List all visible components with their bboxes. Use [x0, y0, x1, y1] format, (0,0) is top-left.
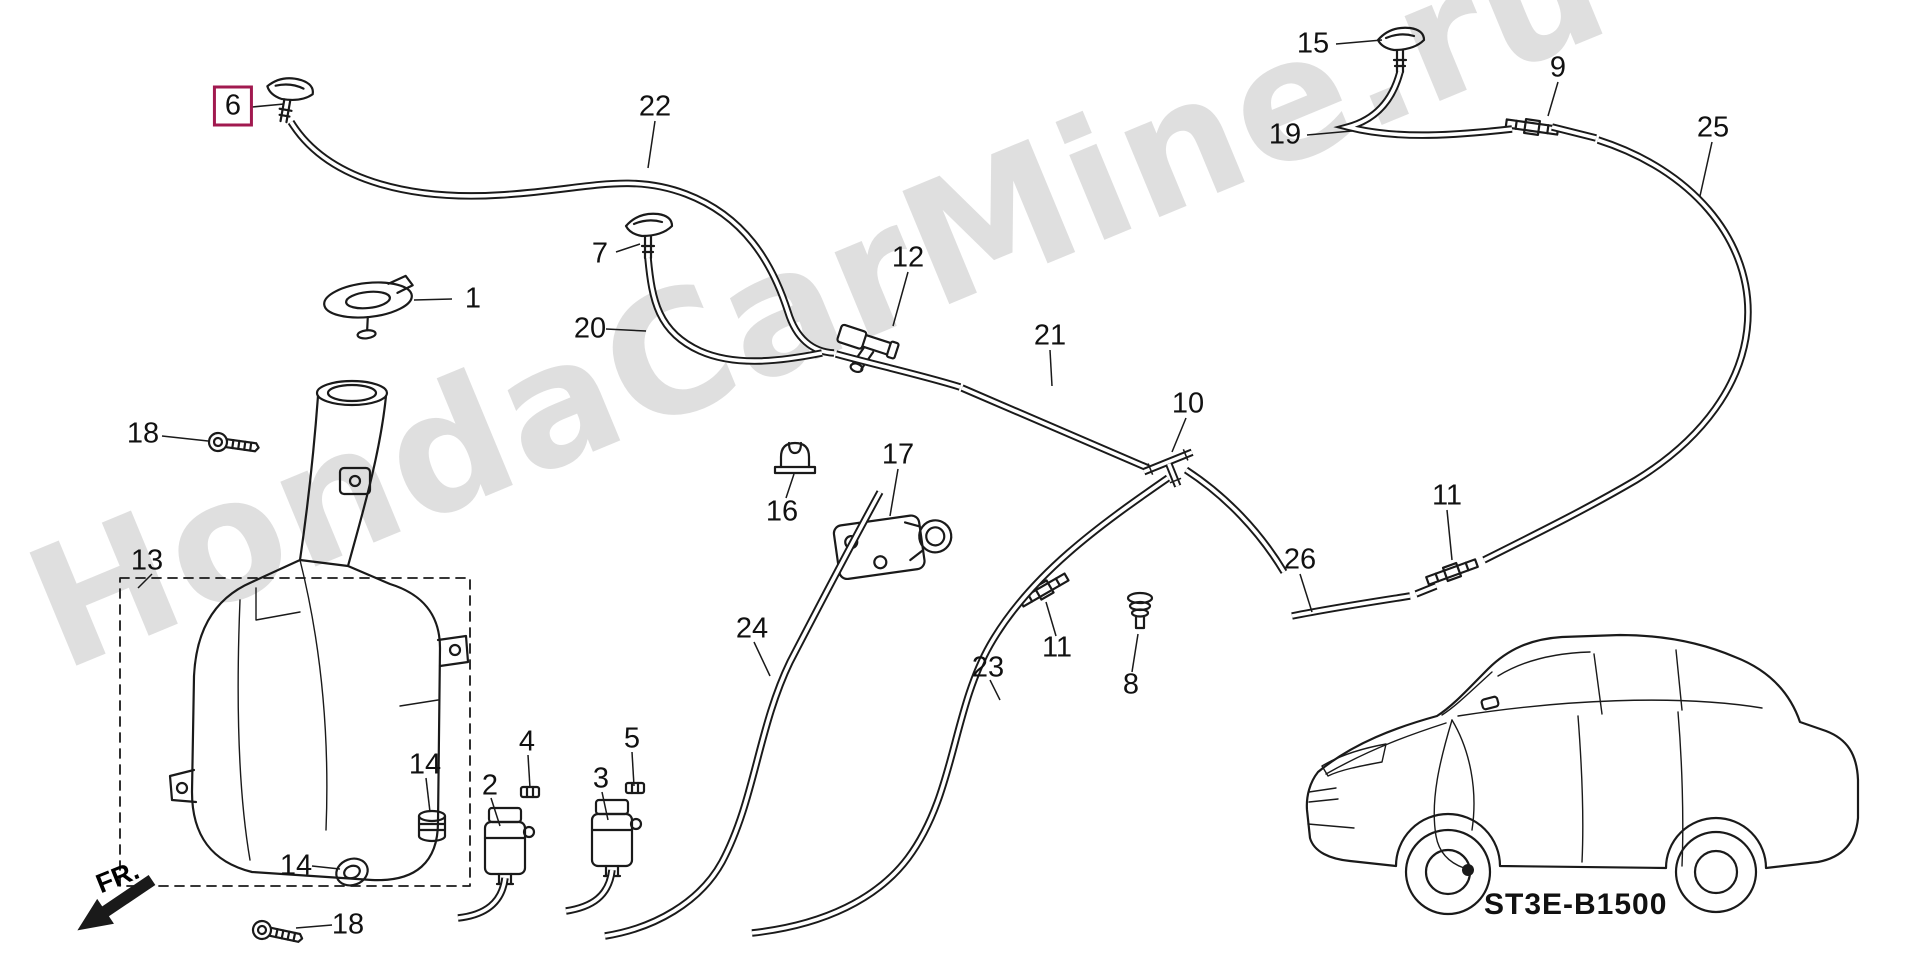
part-label-16[interactable]: 16 — [765, 495, 799, 528]
part-label-4[interactable]: 4 — [518, 725, 536, 758]
part-label-2[interactable]: 2 — [481, 769, 499, 802]
washer-cap — [323, 274, 414, 340]
part-label-17[interactable]: 17 — [881, 438, 915, 471]
part-label-24[interactable]: 24 — [735, 612, 769, 645]
part-label-11a[interactable]: 11 — [1041, 631, 1073, 664]
part-label-14b[interactable]: 14 — [279, 849, 313, 882]
reservoir-boundary-dashed-box — [119, 577, 471, 887]
part-label-21[interactable]: 21 — [1033, 319, 1067, 352]
washer-reservoir — [168, 379, 470, 882]
part-label-11b[interactable]: 11 — [1431, 479, 1463, 512]
part-label-14a[interactable]: 14 — [408, 748, 442, 781]
part-label-18a[interactable]: 18 — [126, 417, 160, 450]
t-connector-10 — [1142, 448, 1194, 488]
part-label-5[interactable]: 5 — [623, 722, 641, 755]
grommet-14-lower — [335, 857, 369, 887]
part-label-6[interactable]: 6 — [212, 85, 254, 127]
part-label-1[interactable]: 1 — [464, 282, 482, 315]
diagram-code: ST3E-B1500 — [1484, 888, 1668, 921]
part-label-10[interactable]: 10 — [1171, 387, 1205, 420]
part-label-12[interactable]: 12 — [891, 241, 925, 274]
part-label-9[interactable]: 9 — [1549, 51, 1567, 84]
hose-routing — [291, 72, 1748, 936]
part-label-25[interactable]: 25 — [1696, 111, 1730, 144]
leader-lines — [137, 39, 1713, 929]
part-label-8[interactable]: 8 — [1122, 668, 1140, 701]
part-label-26[interactable]: 26 — [1283, 543, 1317, 576]
part-label-15[interactable]: 15 — [1296, 27, 1330, 60]
part-label-20[interactable]: 20 — [573, 312, 607, 345]
part-label-7[interactable]: 7 — [591, 237, 609, 270]
part-label-23[interactable]: 23 — [971, 651, 1005, 684]
bracket-17 — [832, 514, 953, 581]
fr-direction-arrow — [77, 875, 156, 931]
part-label-18b[interactable]: 18 — [331, 908, 365, 941]
part-label-19[interactable]: 19 — [1268, 118, 1302, 151]
part-label-3[interactable]: 3 — [592, 762, 610, 795]
grommet-8 — [1126, 591, 1154, 630]
part-label-22[interactable]: 22 — [638, 90, 672, 123]
part-label-13[interactable]: 13 — [130, 544, 164, 577]
clip-16 — [773, 441, 817, 475]
car-outline — [1305, 633, 1860, 916]
